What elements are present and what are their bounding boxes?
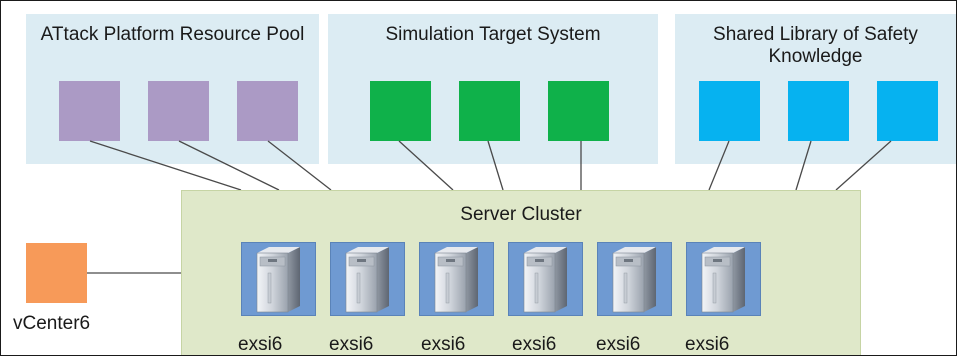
server-label: exsi6 — [596, 334, 641, 355]
attack-resource-box-1 — [59, 81, 120, 141]
attack-platform-panel: ATtack Platform Resource Pool — [26, 14, 319, 164]
link-safety-3 — [835, 140, 892, 191]
server-label: exsi6 — [512, 334, 557, 355]
server-label: exsi6 — [685, 334, 730, 355]
safety-knowledge-panel: Shared Library of Safety Knowledge — [675, 14, 956, 164]
server-icon — [508, 242, 583, 316]
safety-knowledge-title: Shared Library of Safety Knowledge — [713, 24, 918, 67]
safety-box-1 — [699, 81, 760, 141]
link-sim-1 — [398, 140, 454, 191]
simulation-box-3 — [548, 81, 609, 141]
server-label: exsi6 — [329, 334, 374, 355]
safety-box-3 — [877, 81, 938, 141]
link-safety-2 — [795, 140, 812, 191]
link-attack-2 — [178, 140, 280, 191]
server-icon — [597, 242, 672, 316]
server-cluster: Server Cluster — [181, 190, 861, 355]
simulation-box-1 — [370, 81, 431, 141]
simulation-box-2 — [459, 81, 520, 141]
attack-platform-title: ATtack Platform Resource Pool — [40, 24, 305, 45]
safety-box-2 — [788, 81, 849, 141]
vcenter-box — [26, 243, 87, 303]
link-sim-2 — [487, 140, 504, 191]
link-attack-3 — [267, 140, 332, 191]
attack-resource-box-2 — [148, 81, 209, 141]
vcenter-label: vCenter6 — [13, 313, 91, 334]
server-icon — [686, 242, 761, 316]
server-icon — [419, 242, 494, 316]
link-safety-1 — [708, 140, 730, 191]
server-icon — [330, 242, 405, 316]
server-icon — [241, 242, 316, 316]
simulation-target-panel: Simulation Target System — [328, 14, 658, 164]
server-label: exsi6 — [238, 334, 283, 355]
server-cluster-title: Server Cluster — [460, 204, 582, 225]
simulation-target-title: Simulation Target System — [385, 24, 601, 45]
server-label: exsi6 — [421, 334, 466, 355]
link-attack-1 — [89, 140, 242, 191]
attack-resource-box-3 — [237, 81, 298, 141]
